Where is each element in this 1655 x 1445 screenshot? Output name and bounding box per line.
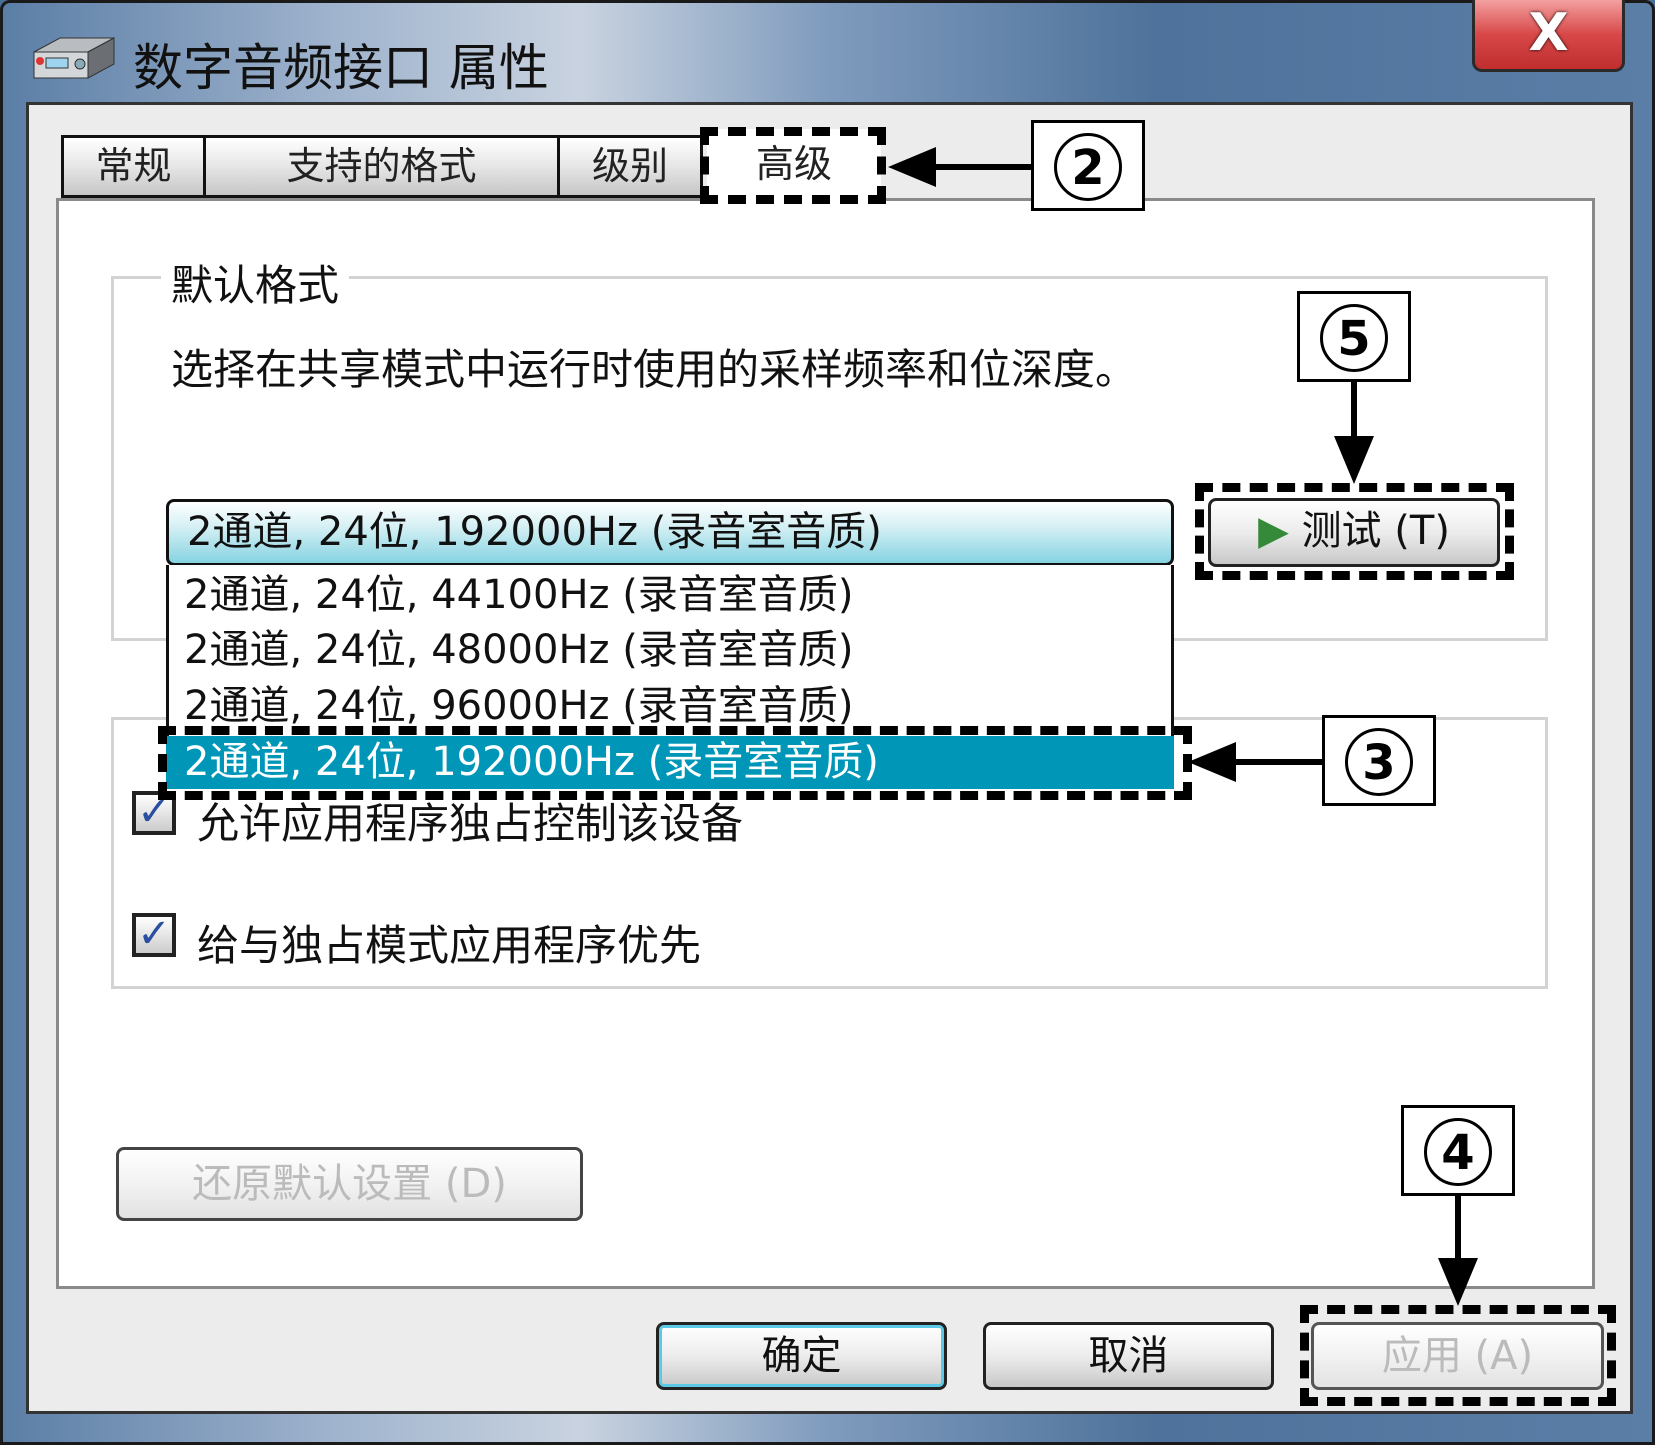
restore-defaults-button[interactable]: 还原默认设置 (D) (116, 1147, 583, 1221)
callout-2: 2 (1031, 120, 1145, 211)
callout-5: 5 (1297, 291, 1411, 382)
arrow-line (1455, 1195, 1461, 1265)
audio-device-icon (30, 34, 116, 82)
default-format-description: 选择在共享模式中运行时使用的采样频率和位深度。 (171, 345, 1138, 394)
highlight-box (1300, 1305, 1616, 1406)
arrow-line (930, 164, 1032, 170)
close-button[interactable]: X (1472, 0, 1625, 72)
tab-levels[interactable]: 级别 (557, 135, 703, 198)
window-title: 数字音频接口 属性 (133, 39, 549, 97)
play-icon: ▶ (1258, 508, 1289, 554)
default-format-label: 默认格式 (161, 252, 350, 313)
apply-button[interactable]: 应用 (A) (1311, 1322, 1604, 1390)
exclusive-priority-checkbox[interactable]: ✓ (132, 913, 176, 957)
format-option[interactable]: 2通道, 24位, 96000Hz (录音室音质) (184, 683, 854, 729)
format-option-selected[interactable]: 2通道, 24位, 192000Hz (录音室音质) (166, 736, 1174, 789)
format-option[interactable]: 2通道, 24位, 44100Hz (录音室音质) (184, 572, 854, 618)
arrow-line (1230, 759, 1322, 765)
arrow-left-icon (1188, 742, 1236, 782)
arrow-line (1351, 382, 1357, 442)
arrow-down-icon (1438, 1258, 1478, 1306)
cancel-button[interactable]: 取消 (983, 1322, 1274, 1390)
callout-3: 3 (1322, 715, 1436, 806)
exclusive-priority-label: 给与独占模式应用程序优先 (197, 921, 702, 970)
tab-advanced[interactable]: 高级 (707, 129, 881, 204)
arrow-left-icon (888, 147, 936, 187)
test-button-label: 测试 (T) (1301, 508, 1450, 554)
highlight-box (700, 127, 886, 204)
highlight-box (1195, 483, 1514, 580)
arrow-down-icon (1334, 436, 1374, 484)
highlight-box (158, 726, 1192, 800)
format-dropdown[interactable]: 2通道, 24位, 192000Hz (录音室音质) (166, 499, 1174, 566)
allow-exclusive-checkbox[interactable]: ✓ (132, 791, 176, 835)
tab-supported-formats[interactable]: 支持的格式 (203, 135, 560, 198)
allow-exclusive-label: 允许应用程序独占控制该设备 (197, 799, 744, 848)
test-button[interactable]: ▶ 测试 (T) (1208, 498, 1500, 567)
callout-4: 4 (1401, 1105, 1515, 1196)
ok-button[interactable]: 确定 (656, 1322, 947, 1390)
format-option[interactable]: 2通道, 24位, 48000Hz (录音室音质) (184, 627, 854, 673)
tab-general[interactable]: 常规 (61, 135, 206, 198)
